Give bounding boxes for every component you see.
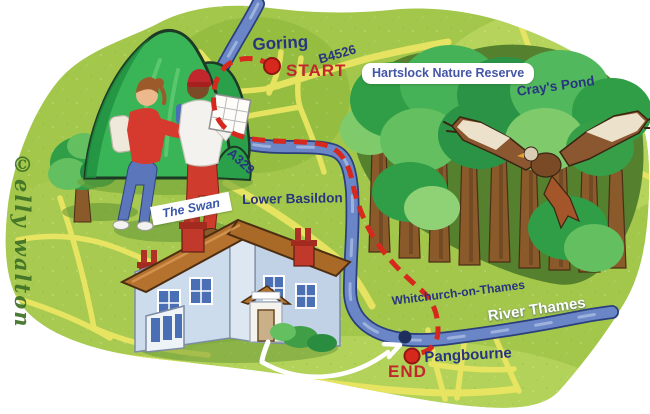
label-end: END [388, 362, 427, 381]
door-icon [257, 309, 275, 342]
red-kite-icon [443, 110, 650, 230]
chimney-icon [291, 228, 317, 267]
route-path [211, 56, 441, 356]
label-hartslock-nature-reserve: Hartslock Nature Reserve [362, 63, 535, 84]
label-goring: Goring [251, 32, 309, 54]
walking-path-arrow [259, 339, 403, 379]
artist-watermark: ©elly walton [10, 152, 35, 329]
label-start: START [286, 61, 347, 80]
start-marker [263, 57, 281, 75]
bush-icon [270, 323, 337, 352]
label-lower-basildon: Lower Basildon [241, 190, 343, 207]
bridge-marker [398, 330, 412, 344]
label-pangbourne: Pangbourne [423, 344, 513, 366]
swan-pub-illustration [119, 208, 352, 363]
end-marker [403, 347, 421, 365]
